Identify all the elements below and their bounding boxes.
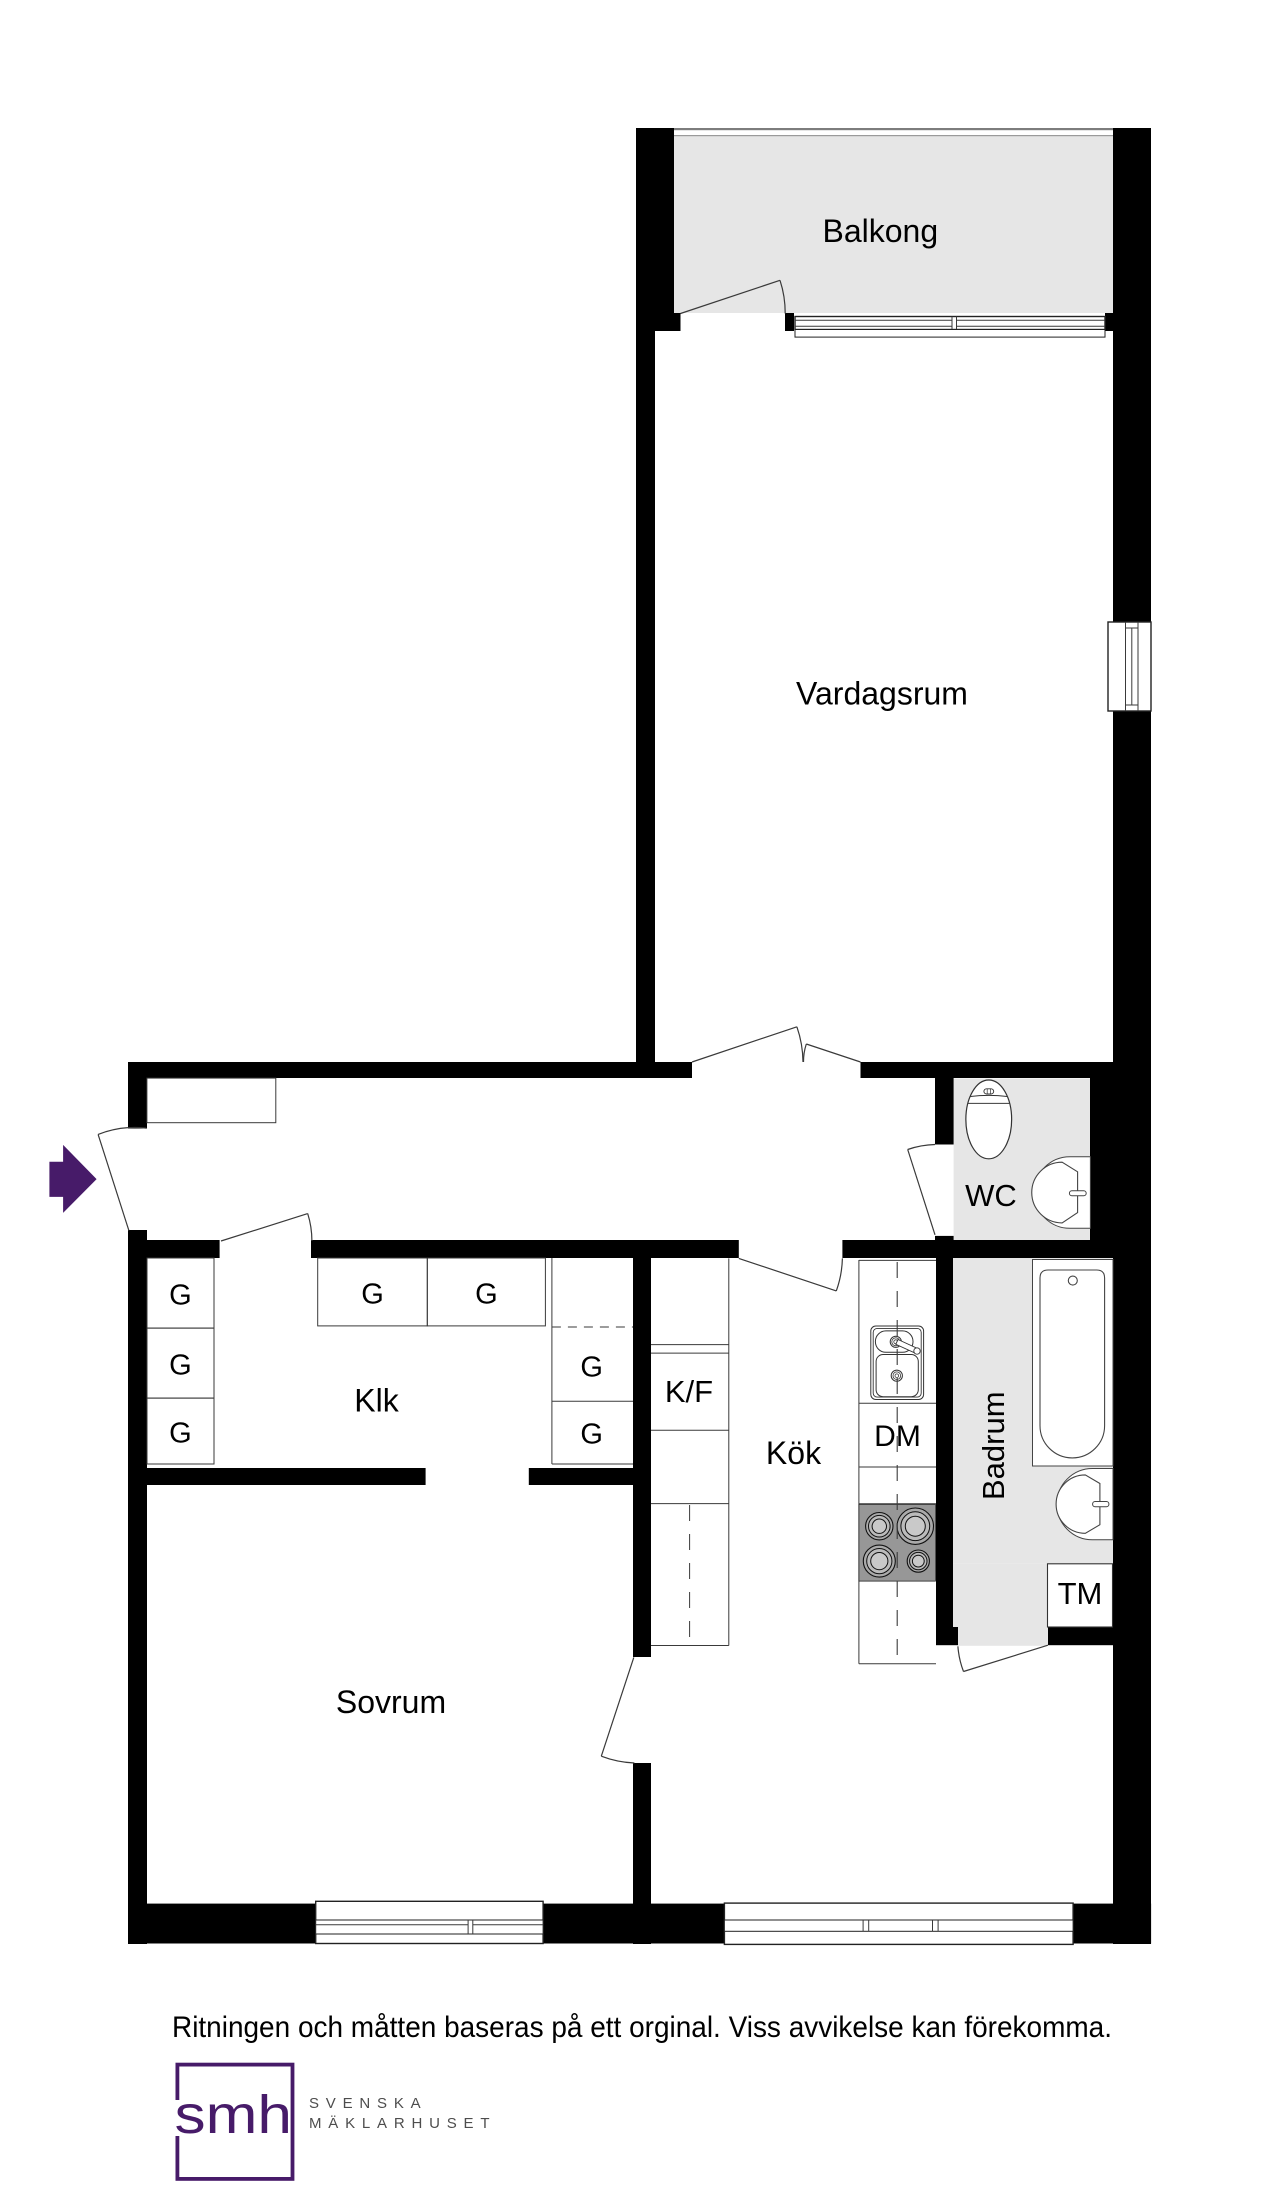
svg-text:G: G	[169, 1280, 192, 1312]
svg-text:Ritningen och måtten baseras p: Ritningen och måtten baseras på ett orgi…	[172, 2011, 1112, 2044]
svg-text:MÄKLARHUSET: MÄKLARHUSET	[309, 2115, 496, 2132]
svg-text:G: G	[169, 1350, 192, 1382]
svg-text:Klk: Klk	[354, 1383, 399, 1419]
svg-text:Sovrum: Sovrum	[336, 1684, 446, 1720]
svg-text:G: G	[475, 1279, 498, 1311]
svg-text:G: G	[580, 1419, 603, 1451]
svg-text:Badrum: Badrum	[976, 1391, 1011, 1500]
svg-text:WC: WC	[965, 1178, 1017, 1213]
svg-text:Kök: Kök	[766, 1435, 822, 1471]
svg-text:Vardagsrum: Vardagsrum	[796, 676, 968, 712]
svg-text:G: G	[169, 1418, 192, 1450]
svg-text:G: G	[361, 1279, 384, 1311]
svg-text:SVENSKA: SVENSKA	[309, 2095, 427, 2112]
svg-text:K/F: K/F	[665, 1374, 713, 1409]
svg-text:DM: DM	[874, 1420, 921, 1453]
svg-text:smh: smh	[175, 2085, 293, 2145]
svg-text:TM: TM	[1058, 1576, 1103, 1611]
svg-text:Balkong: Balkong	[822, 213, 938, 249]
svg-text:G: G	[580, 1352, 603, 1384]
